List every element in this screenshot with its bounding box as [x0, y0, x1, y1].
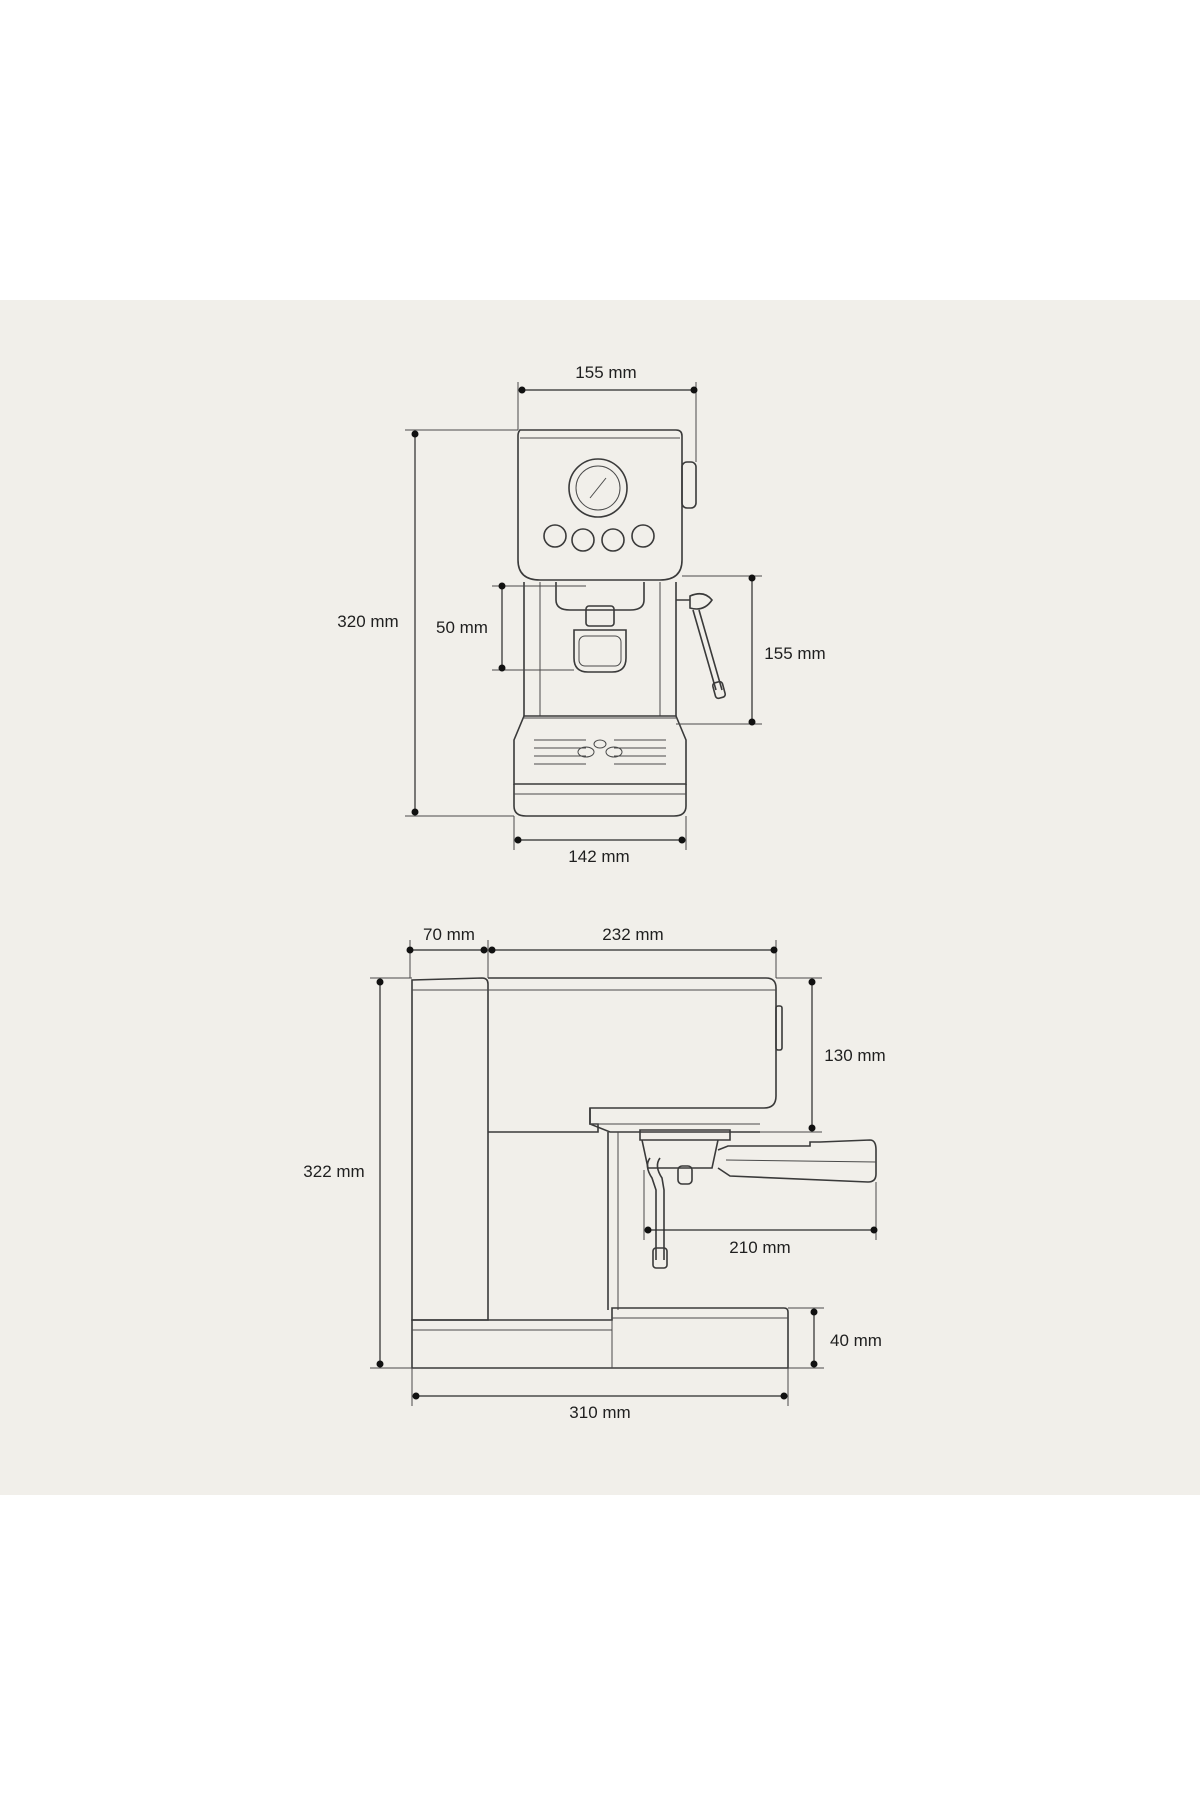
side-dimensions — [370, 940, 878, 1406]
diagram-background — [0, 300, 1200, 1495]
depth-total-label: 310 mm — [569, 1403, 630, 1422]
side-view-machine — [411, 977, 877, 1369]
side-height-label: 322 mm — [303, 1162, 364, 1181]
front-view-machine — [513, 429, 727, 817]
wand-height-label: 155 mm — [764, 644, 825, 663]
front-dimensions — [405, 382, 762, 850]
front-width-base-label: 142 mm — [568, 847, 629, 866]
head-height-label: 130 mm — [824, 1046, 885, 1065]
front-width-top-label: 155 mm — [575, 363, 636, 382]
body-depth-label: 232 mm — [602, 925, 663, 944]
base-height-label: 40 mm — [830, 1331, 882, 1350]
portafilter-length-label: 210 mm — [729, 1238, 790, 1257]
front-height-label: 320 mm — [337, 612, 398, 631]
tank-depth-label: 70 mm — [423, 925, 475, 944]
spout-clearance-label: 50 mm — [436, 618, 488, 637]
